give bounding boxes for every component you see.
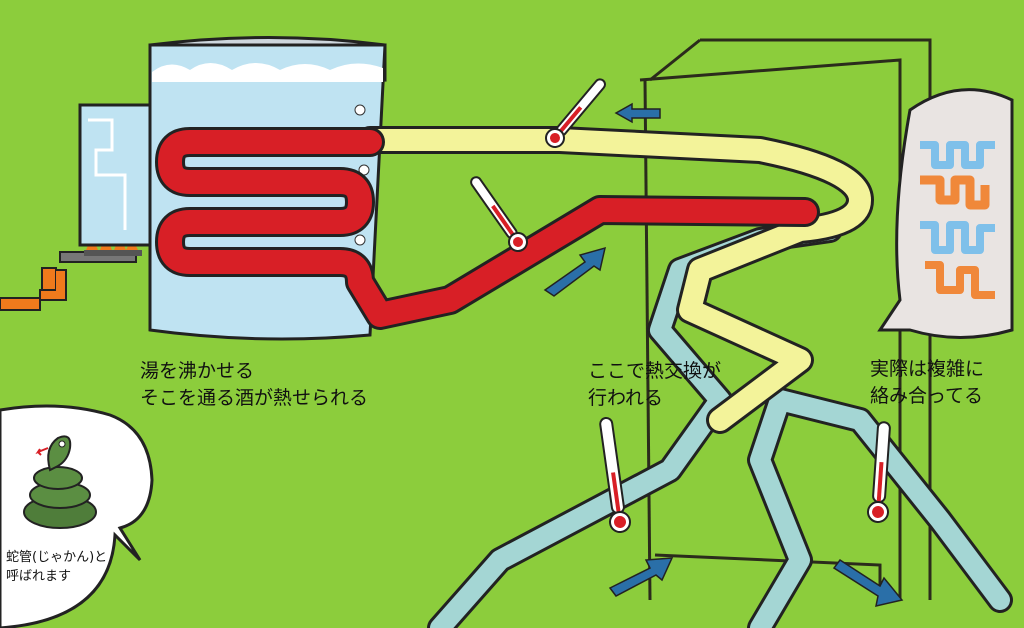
hot-pipe: [155, 127, 820, 330]
faucet-icon: [0, 251, 137, 311]
snake-icon: [23, 435, 97, 529]
exchange-label: ここで熱交換が 行われる: [588, 358, 721, 412]
speech-bubble-icon: [877, 88, 1014, 339]
snake-pipe-label: 蛇管(じゃかん)と 呼ばれます: [6, 548, 107, 586]
complex-label: 実際は複雑に 絡み合ってる: [870, 356, 984, 410]
boil-label-line-1: 湯を沸かせる: [140, 360, 255, 382]
exchange-label-line-1: ここで熱交換が: [588, 360, 722, 382]
exchange-label-line-2: 行われる: [588, 387, 664, 409]
warm-pipe: [356, 126, 874, 434]
complex-label-line-1: 実際は複雑に: [870, 358, 985, 380]
complex-label-line-2: 絡み合ってる: [870, 385, 984, 407]
snake-pipe-label-line-2: 呼ばれます: [6, 569, 72, 584]
heat-exchanger-icon: [639, 38, 932, 601]
boil-label: 湯を沸かせる そこを通る酒が熱せられる: [140, 358, 368, 412]
flow-arrow-icon: [543, 102, 904, 607]
boil-label-line-2: そこを通る酒が熱せられる: [140, 387, 369, 409]
snake-pipe-label-line-1: 蛇管(じゃかん)と: [6, 550, 108, 565]
snake-bubble: [0, 404, 154, 628]
thermometer-icon: [470, 78, 891, 533]
